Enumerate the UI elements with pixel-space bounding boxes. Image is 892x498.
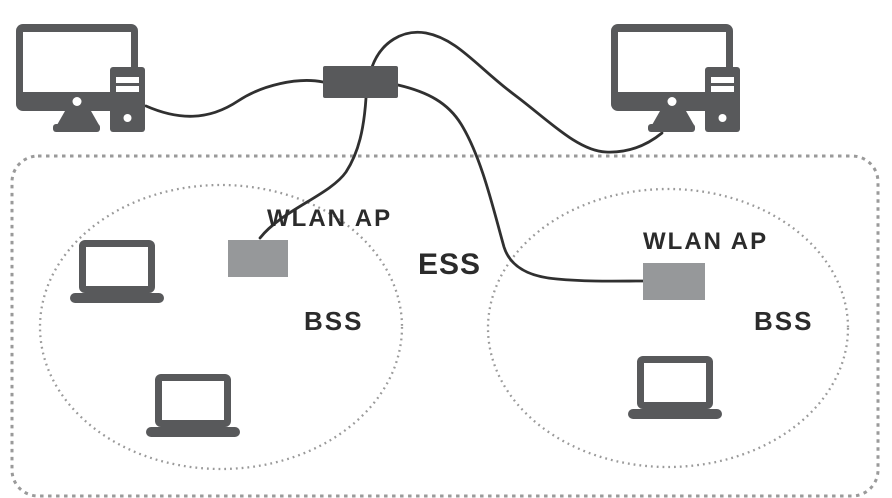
- cable-switch-to-left-ap: [258, 96, 368, 240]
- laptop-left-2: [146, 374, 240, 437]
- wlan-access-point-right: [643, 263, 705, 300]
- cable-switch-to-right-pc: [370, 30, 664, 154]
- bss-left-boundary: [38, 183, 404, 471]
- bss-right-label: BSS: [754, 306, 814, 336]
- bss-left-label: BSS: [304, 306, 364, 336]
- wlan-ap-right-label: WLAN AP: [643, 228, 769, 255]
- laptop-left-1: [70, 240, 164, 303]
- cable-left-pc-to-switch: [144, 79, 325, 118]
- desktop-computer-left: [16, 24, 145, 132]
- cable-switch-to-right-ap: [396, 83, 645, 283]
- ethernet-switch: [323, 66, 398, 98]
- wlan-access-point-left: [228, 240, 288, 277]
- ess-label: ESS: [418, 248, 482, 281]
- wlan-ap-left-label: WLAN AP: [267, 205, 393, 232]
- ess-boundary: [10, 154, 880, 498]
- bss-right-boundary: [486, 187, 850, 469]
- desktop-computer-right: [611, 24, 740, 132]
- laptop-right-1: [628, 356, 722, 419]
